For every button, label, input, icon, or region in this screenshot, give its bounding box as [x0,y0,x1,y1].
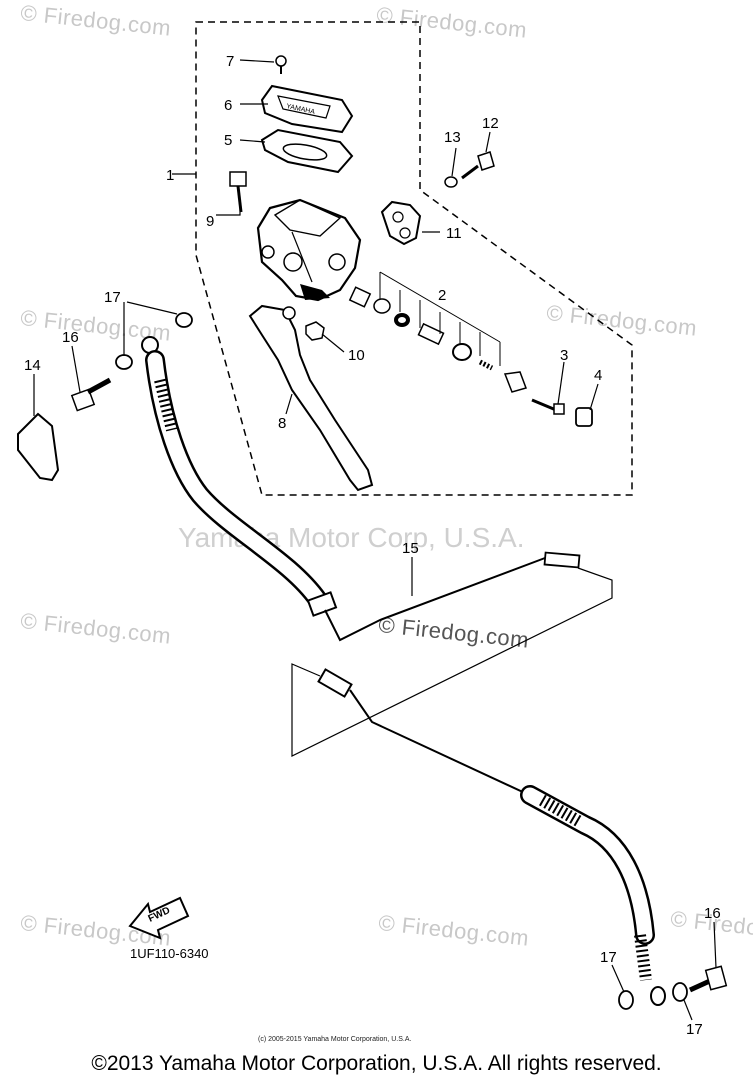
lever-8 [248,304,374,492]
diaphragm-5 [260,128,354,174]
label-1: 1 [166,167,174,184]
washer-17-lower-right [672,982,688,1002]
washer-17-lower-left [618,990,634,1010]
forward-arrow-icon: FWD [128,896,190,940]
label-15: 15 [402,540,419,557]
washer-13 [444,176,458,188]
label-6: 6 [224,97,232,114]
clamp-holder-11 [380,200,422,246]
label-17-lower-left: 17 [600,949,617,966]
part-code: 1UF110-6340 [130,946,209,961]
label-17-lower-right: 17 [686,1021,703,1038]
label-16-upper: 16 [62,329,79,346]
label-7: 7 [226,53,234,70]
boot-4 [575,407,593,427]
master-cylinder-body [256,198,362,302]
nut-10 [305,321,325,341]
screw-7 [275,55,287,74]
label-13: 13 [444,129,461,146]
label-8: 8 [278,415,286,432]
label-10: 10 [348,347,365,364]
lower-brake-hose [317,668,666,1006]
label-17-upper: 17 [104,289,121,306]
footer-copyright: ©2013 Yamaha Motor Corporation, U.S.A. A… [91,1052,662,1075]
brake-hose [141,336,581,642]
leader-lines [33,59,717,1021]
reservoir-cap-6: YAMAHA [260,84,354,134]
label-4: 4 [594,367,602,384]
joint-lines [291,567,613,757]
bolt-9 [229,171,247,213]
small-copyright: (c) 2005-2015 Yamaha Motor Corporation, … [258,1036,412,1043]
label-2: 2 [438,287,446,304]
cap-14 [17,412,60,482]
label-16-lower: 16 [704,905,721,922]
washer-17-middle [115,354,133,370]
piston-kit-2 [348,271,501,371]
washer-17-upper [175,312,193,328]
label-11: 11 [446,225,462,242]
assembly-boundary [195,21,633,496]
label-14: 14 [24,357,41,374]
label-12: 12 [482,115,499,132]
label-5: 5 [224,132,232,149]
pin-3 [531,398,565,415]
banjo-bolt-16-lower [688,965,728,993]
label-3: 3 [560,347,568,364]
bolt-12 [461,151,495,180]
label-9: 9 [206,213,214,230]
banjo-bolt-16-upper [70,377,112,412]
cylinder-end [503,371,527,393]
